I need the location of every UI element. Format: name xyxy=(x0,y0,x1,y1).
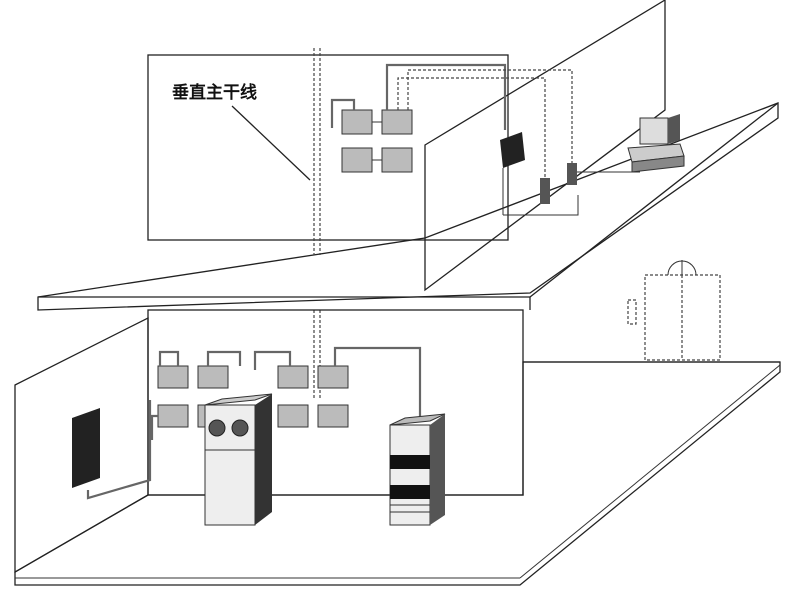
lower-cable-5 xyxy=(150,414,158,440)
outlet-cable xyxy=(503,195,579,216)
wall-outlet-2 xyxy=(567,163,577,185)
upper-cable-c xyxy=(397,77,546,180)
server-cabinet-icon xyxy=(204,393,273,526)
upper-patch-panels xyxy=(341,109,413,173)
lower-slab-edge-right xyxy=(519,364,781,579)
door-icon xyxy=(627,260,721,361)
upper-side-wall xyxy=(424,0,666,292)
lower-cable-2 xyxy=(206,350,242,366)
vertical-backbone-label: 垂直主干线 xyxy=(172,82,257,103)
computer-icon xyxy=(627,114,685,173)
upper-panel-4 xyxy=(381,147,413,173)
upper-cable-d xyxy=(407,69,573,165)
wall-panel-icon xyxy=(72,408,100,488)
upper-panel-3 xyxy=(341,147,373,173)
lower-cable-4 xyxy=(333,346,422,420)
lower-cable-3 xyxy=(253,350,292,370)
wall-device-icon xyxy=(500,132,525,168)
lower-back-wall xyxy=(147,309,524,496)
wall-outlet-1 xyxy=(540,178,550,204)
label-pointer xyxy=(231,105,311,181)
upper-cable-a xyxy=(330,98,356,128)
upper-cable-b xyxy=(385,63,507,130)
upper-floor-slab xyxy=(37,102,779,311)
rack-cabinet-icon xyxy=(389,413,446,526)
upper-panel-1 xyxy=(341,109,373,135)
lower-cable-1 xyxy=(158,350,180,366)
upper-panel-2 xyxy=(381,109,413,135)
left-wall-cable xyxy=(86,400,152,500)
upper-slab-edge-right xyxy=(529,102,779,298)
